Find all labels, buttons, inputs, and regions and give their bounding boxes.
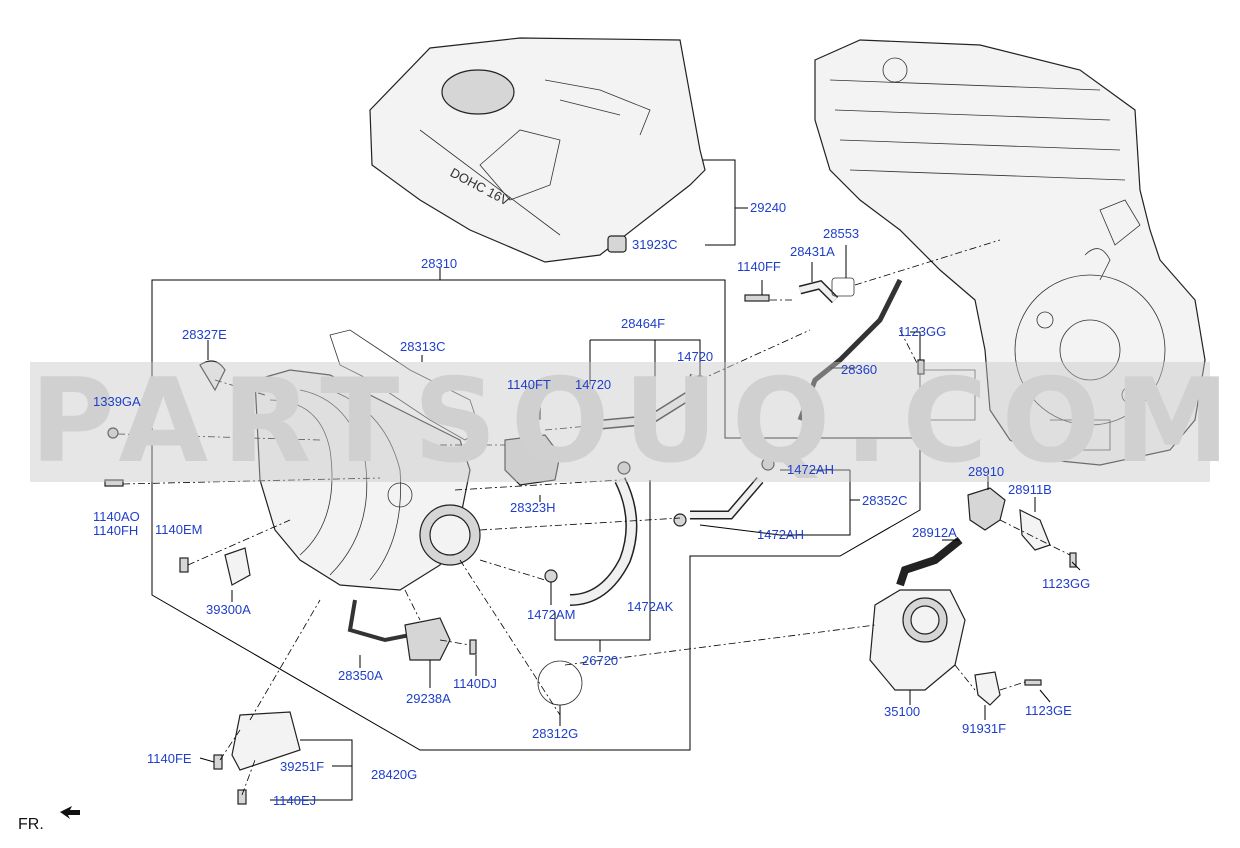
watermark-band: PARTSOUQ.COM	[30, 354, 1240, 489]
gasket-28313c-drawing	[329, 329, 481, 441]
callout-28312g[interactable]: 28312G	[532, 726, 579, 741]
plug-31923c-drawing	[607, 235, 627, 253]
callout-1140fh[interactable]: 1140FH	[93, 523, 139, 538]
callout-28910[interactable]: 28910	[968, 464, 1005, 479]
dashed-guides	[117, 239, 1071, 796]
callout-39300a[interactable]: 39300A	[206, 602, 251, 617]
callout-1140ao[interactable]: 1140AO	[93, 509, 140, 524]
bracket-91931f-drawing	[974, 671, 1001, 706]
callout-1123ge[interactable]: 1123GE	[1025, 703, 1072, 718]
callout-14720-left[interactable]: 14720	[575, 377, 612, 392]
callout-28323h[interactable]: 28323H	[510, 500, 556, 515]
callout-28431a[interactable]: 28431A	[790, 244, 835, 259]
front-direction-label: FR.	[18, 816, 44, 833]
hose-26720-drawing	[569, 477, 638, 606]
callout-1472am[interactable]: 1472AM	[527, 607, 576, 622]
oring-28312g-drawing	[537, 660, 583, 706]
callout-28313c[interactable]: 28313C	[400, 339, 446, 354]
callout-91931f[interactable]: 91931F	[962, 721, 1007, 736]
callout-28420g[interactable]: 28420G	[371, 767, 418, 782]
callout-14720-right[interactable]: 14720	[677, 349, 714, 364]
callout-28911b[interactable]: 28911B	[1008, 482, 1052, 497]
callout-31923c[interactable]: 31923C	[632, 237, 678, 252]
assembly-frame-28310	[151, 279, 921, 751]
callout-1140ej[interactable]: 1140EJ	[273, 793, 317, 808]
clip-28327e-drawing	[199, 360, 226, 392]
callout-29238a[interactable]: 29238A	[406, 691, 451, 706]
callout-29240[interactable]: 29240	[750, 200, 787, 215]
callout-1140dj[interactable]: 1140DJ	[453, 676, 497, 691]
valve-28323h-drawing	[504, 434, 561, 486]
bolts-drawing	[104, 294, 1077, 805]
callout-1140ff[interactable]: 1140FF	[737, 259, 781, 274]
callout-1140em[interactable]: 1140EM	[155, 522, 203, 537]
watermark-text: PARTSOUQ.COM	[30, 354, 1240, 489]
engine-cover-drawing: DOHC 16V	[369, 37, 706, 263]
hose-28350a-drawing	[347, 599, 411, 643]
callout-28912a[interactable]: 28912A	[912, 525, 957, 540]
engine-block-drawing	[814, 39, 1206, 466]
callout-1123gg-right[interactable]: 1123GG	[1042, 576, 1091, 591]
callout-28350a[interactable]: 28350A	[338, 668, 383, 683]
callout-28464f[interactable]: 28464F	[621, 316, 666, 331]
callout-26720[interactable]: 26720	[582, 653, 619, 668]
throttle-body-35100-drawing	[869, 589, 966, 691]
callout-1123gg-top[interactable]: 1123GG	[898, 324, 947, 339]
callout-28352c[interactable]: 28352C	[862, 493, 908, 508]
pipe-28360-drawing	[797, 278, 903, 421]
bracket-39300a-drawing	[224, 547, 251, 586]
callout-28310[interactable]: 28310	[421, 256, 458, 271]
callout-28553[interactable]: 28553	[823, 226, 860, 241]
callout-1472ah-lower[interactable]: 1472AH	[757, 527, 804, 542]
solenoid-29238a-drawing	[404, 617, 451, 661]
callout-28360[interactable]: 28360	[841, 362, 878, 377]
sensor-28910-drawing	[967, 487, 1006, 531]
callout-1472ak[interactable]: 1472AK	[627, 599, 674, 614]
callout-1140fe[interactable]: 1140FE	[147, 751, 192, 766]
callout-35100[interactable]: 35100	[884, 704, 921, 719]
callout-28327e[interactable]: 28327E	[182, 327, 227, 342]
front-arrow-icon	[60, 806, 80, 819]
leader-lines	[199, 159, 1081, 801]
bracket-28420g-drawing	[231, 711, 301, 771]
callout-39251f[interactable]: 39251F	[280, 759, 325, 774]
bracket-28911b-drawing	[1019, 508, 1051, 551]
callout-1140ft[interactable]: 1140FT	[507, 377, 551, 392]
hose-28912a-drawing	[896, 536, 963, 587]
gasket-28553-drawing	[831, 277, 855, 297]
callout-1339ga[interactable]: 1339GA	[93, 394, 141, 409]
intake-manifold-drawing	[254, 369, 481, 591]
callout-1472ah-upper[interactable]: 1472AH	[787, 462, 834, 477]
